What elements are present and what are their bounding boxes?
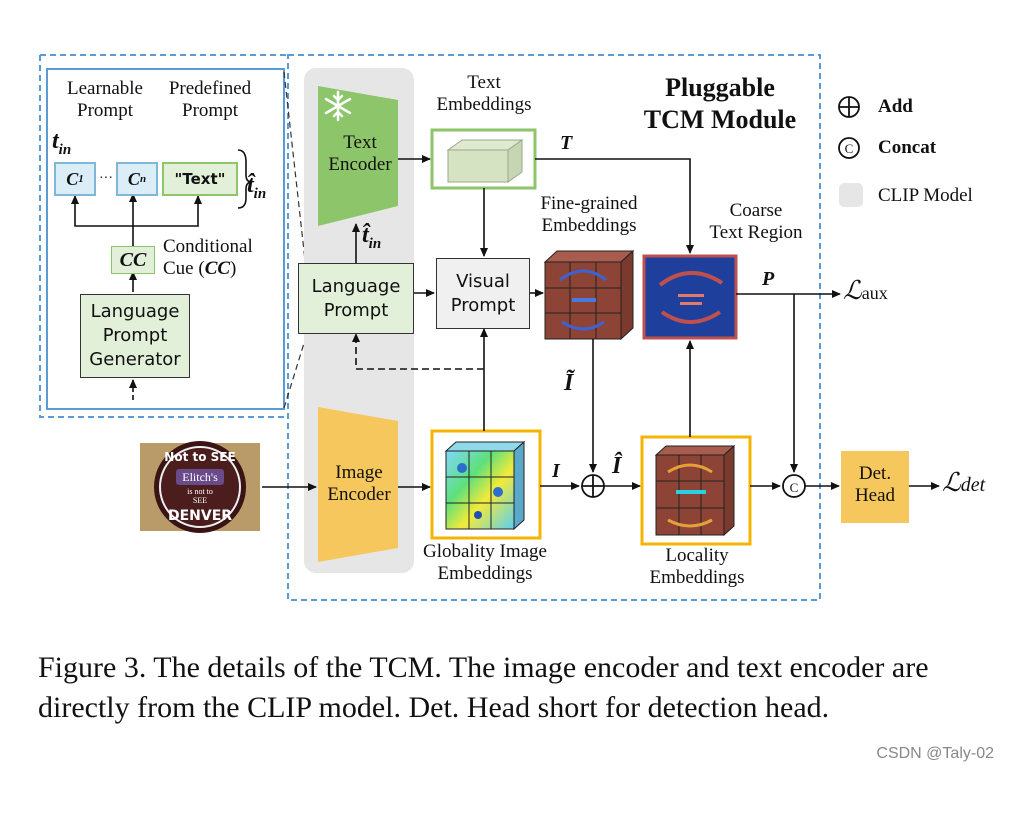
P-label: P — [762, 268, 775, 290]
tcm-module-border — [287, 54, 821, 601]
clip-model-legend-icon — [839, 183, 863, 207]
language-prompt-generator: Language Prompt Generator — [80, 294, 190, 378]
text-token: "Text" — [162, 162, 238, 196]
T-label: T — [560, 132, 573, 154]
concat-legend-icon — [838, 137, 860, 159]
loss-det-label: ℒdet — [942, 468, 986, 497]
globality-cube — [444, 440, 526, 531]
concat-node-symbol: C — [789, 480, 799, 495]
legend-concat-symbol: C — [844, 141, 854, 156]
legend-add-label: Add — [878, 96, 913, 117]
input-image-text-middle: Elitch's — [182, 470, 218, 484]
I-label: I — [552, 460, 560, 482]
predefined-prompt-label: Predefined Prompt — [168, 78, 252, 121]
legend-clip-label: CLIP Model — [878, 185, 973, 206]
snowflake-icon — [324, 90, 352, 122]
image-encoder-shape — [318, 407, 398, 562]
input-image-text-top: Not to SEE — [164, 450, 236, 464]
I-tilde-label: Ĩ — [564, 370, 574, 396]
zoom-line-bottom — [283, 339, 306, 409]
t-hat-in-inset-label: t̂in — [247, 172, 267, 202]
input-image-text-small: is not to SEE — [187, 487, 213, 505]
loss-aux-label: ℒaux — [843, 276, 888, 305]
conditional-cue-label: Conditional Cue (CC) — [163, 236, 253, 279]
t-hat-in-label: t̂in — [362, 222, 382, 252]
text-embeddings-cuboid — [446, 139, 524, 183]
fine-grained-cube — [543, 249, 635, 341]
language-prompt-box: Language Prompt — [298, 263, 414, 334]
coarse-text-region-label: Coarse Text Region — [709, 200, 803, 243]
t-in-label: tin — [52, 128, 72, 158]
image-encoder-label: Image Encoder — [327, 462, 391, 505]
det-head-box — [841, 451, 909, 523]
figure-caption: Figure 3. The details of the TCM. The im… — [38, 651, 929, 724]
visual-prompt-box: Visual Prompt — [436, 258, 530, 329]
add-node-icon — [581, 474, 605, 498]
globality-label: Globality Image Embeddings — [423, 541, 547, 584]
zoom-line-top — [283, 71, 306, 261]
locality-label: Locality Embeddings — [649, 545, 745, 588]
add-legend-icon — [838, 96, 860, 118]
diagram-canvas — [39, 54, 940, 601]
watermark: CSDN @Taly-02 — [876, 745, 994, 762]
text-embeddings-label: Text Embeddings — [436, 72, 532, 115]
text-encoder-label: Text Encoder — [328, 132, 392, 175]
det-head-label: Det. Head — [854, 463, 896, 506]
cc-box: CC — [111, 246, 155, 274]
legend-concat-label: Concat — [878, 137, 937, 158]
locality-cube — [654, 444, 736, 537]
input-image-text-bottom: DENVER — [167, 508, 233, 524]
inset-dashed-border — [39, 54, 288, 418]
tokens-ellipsis: ··· — [99, 171, 113, 186]
learnable-prompt-label: Learnable Prompt — [67, 78, 143, 121]
input-image — [140, 441, 260, 533]
fine-grained-label: Fine-grained Embeddings — [540, 193, 638, 236]
I-hat-label: Î — [612, 453, 622, 479]
module-title: Pluggable TCM Module — [643, 73, 797, 134]
